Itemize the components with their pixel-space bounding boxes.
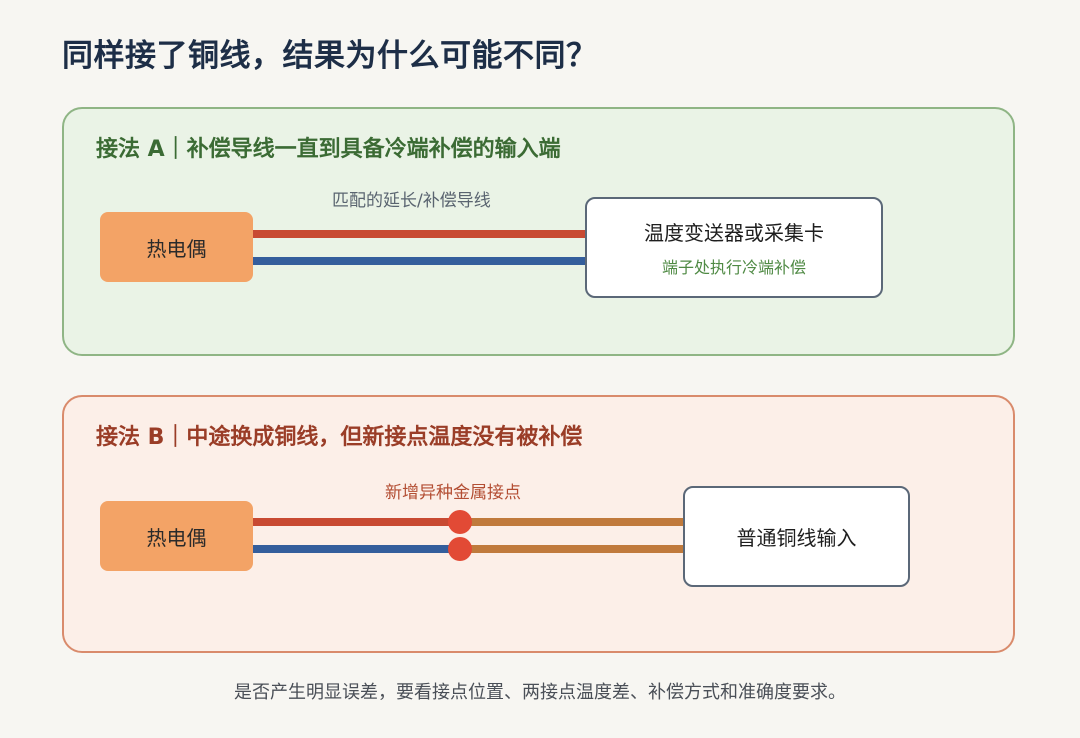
panel-method-a: 接法 A｜补偿导线一直到具备冷端补偿的输入端 匹配的延长/补偿导线 热电偶 温度… (62, 107, 1015, 356)
panel-a-wires (253, 230, 585, 265)
panel-a-wire-label: 匹配的延长/补偿导线 (332, 191, 491, 211)
panel-b-device-title: 普通铜线输入 (736, 526, 857, 550)
panel-a-thermocouple: 热电偶 (100, 212, 253, 282)
panel-method-b: 接法 B｜中途换成铜线，但新接点温度没有被补偿 新增异种金属接点 热电偶 普通铜… (62, 395, 1015, 653)
panel-b-wire-label: 新增异种金属接点 (385, 483, 521, 503)
panel-a-heading: 接法 A｜补偿导线一直到具备冷端补偿的输入端 (96, 137, 561, 162)
panel-b-device-box: 普通铜线输入 (683, 486, 910, 587)
panel-b-thermocouple: 热电偶 (100, 501, 253, 571)
panel-a-device-subtitle: 端子处执行冷端补偿 (661, 258, 806, 277)
panel-a-device-title: 温度变送器或采集卡 (644, 221, 824, 245)
panel-a-device-box: 温度变送器或采集卡 端子处执行冷端补偿 (585, 197, 883, 298)
panel-b-junction-top (448, 510, 472, 534)
page-title: 同样接了铜线，结果为什么可能不同？ (62, 38, 598, 74)
panel-b-wires (253, 510, 683, 561)
footer-note: 是否产生明显误差，要看接点位置、两接点温度差、补偿方式和准确度要求。 (234, 682, 846, 703)
panel-b-heading: 接法 B｜中途换成铜线，但新接点温度没有被补偿 (96, 425, 583, 450)
panel-b-junction-bottom (448, 537, 472, 561)
